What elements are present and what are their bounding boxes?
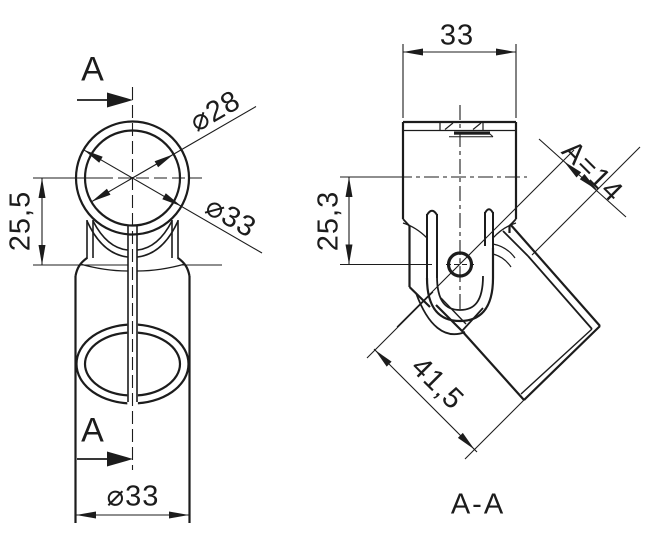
tube-axis-line [396,149,575,328]
clamp-body [401,120,518,308]
tube-body [74,257,191,523]
section-view [340,44,641,460]
dim-dia33-upper [83,149,263,254]
dim-41-5 [366,291,528,460]
section-arrow-top [77,92,133,108]
front-view [33,87,263,523]
section-centerlines [343,105,527,312]
dim-33 [402,44,517,118]
diagonal-tube [435,223,601,401]
dim-dia33-bottom [76,511,189,519]
clamp-saddle [79,220,186,272]
dia33-bottom-label: ⌀33 [106,480,160,513]
dim-dia28 [91,106,257,203]
center-slot [127,226,138,402]
section-arrow-bottom [77,451,133,467]
dim-25-5 [33,177,222,266]
dim-a14 [531,138,641,256]
section-caption: A-A [450,488,506,521]
width-33-label: 33 [439,19,475,52]
slot-seam [454,131,490,135]
dim-25-3 [340,176,432,266]
clevis [415,208,516,336]
height-25-3-label: 25,3 [312,190,345,252]
height-25-5-label: 25,5 [4,190,37,252]
section-letter-bottom: A [81,411,105,450]
section-letter-top: A [81,50,105,89]
